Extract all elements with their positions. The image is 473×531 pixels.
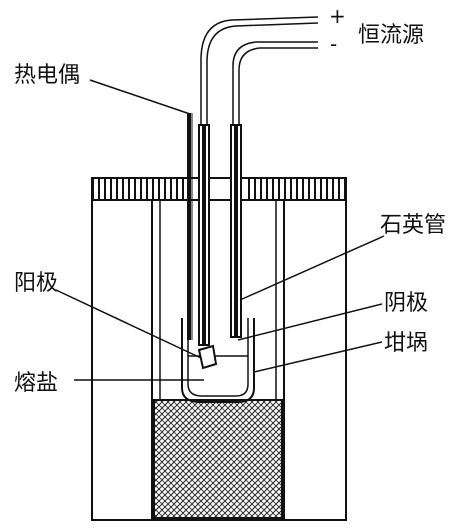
cathode-quartz-tube (230, 124, 242, 338)
quartz-tube-callout (239, 235, 385, 301)
thermocouple-callout (89, 79, 191, 115)
power-minus-sign: - (330, 32, 337, 56)
callout-lines (55, 79, 385, 381)
power-plus-sign: + (329, 4, 346, 28)
cathode-callout (237, 303, 383, 341)
crucible (181, 318, 255, 403)
anode-quartz-tube (198, 124, 210, 346)
quartz-tube-label: 石英管 (380, 213, 446, 238)
anode-block (197, 344, 218, 370)
cathode-label: 阴极 (384, 291, 428, 316)
crucible-callout (253, 341, 383, 373)
heating-block (153, 399, 283, 519)
lead-wires (200, 16, 319, 125)
anode-label: 阳极 (14, 271, 58, 296)
power-supply-label: 恒流源 (358, 23, 424, 48)
crucible-label: 坩埚 (384, 331, 428, 356)
thermocouple-label: 热电偶 (14, 63, 80, 88)
molten-salt-label: 熔盐 (14, 371, 58, 396)
thermocouple (187, 113, 193, 340)
anode-callout (55, 289, 202, 359)
